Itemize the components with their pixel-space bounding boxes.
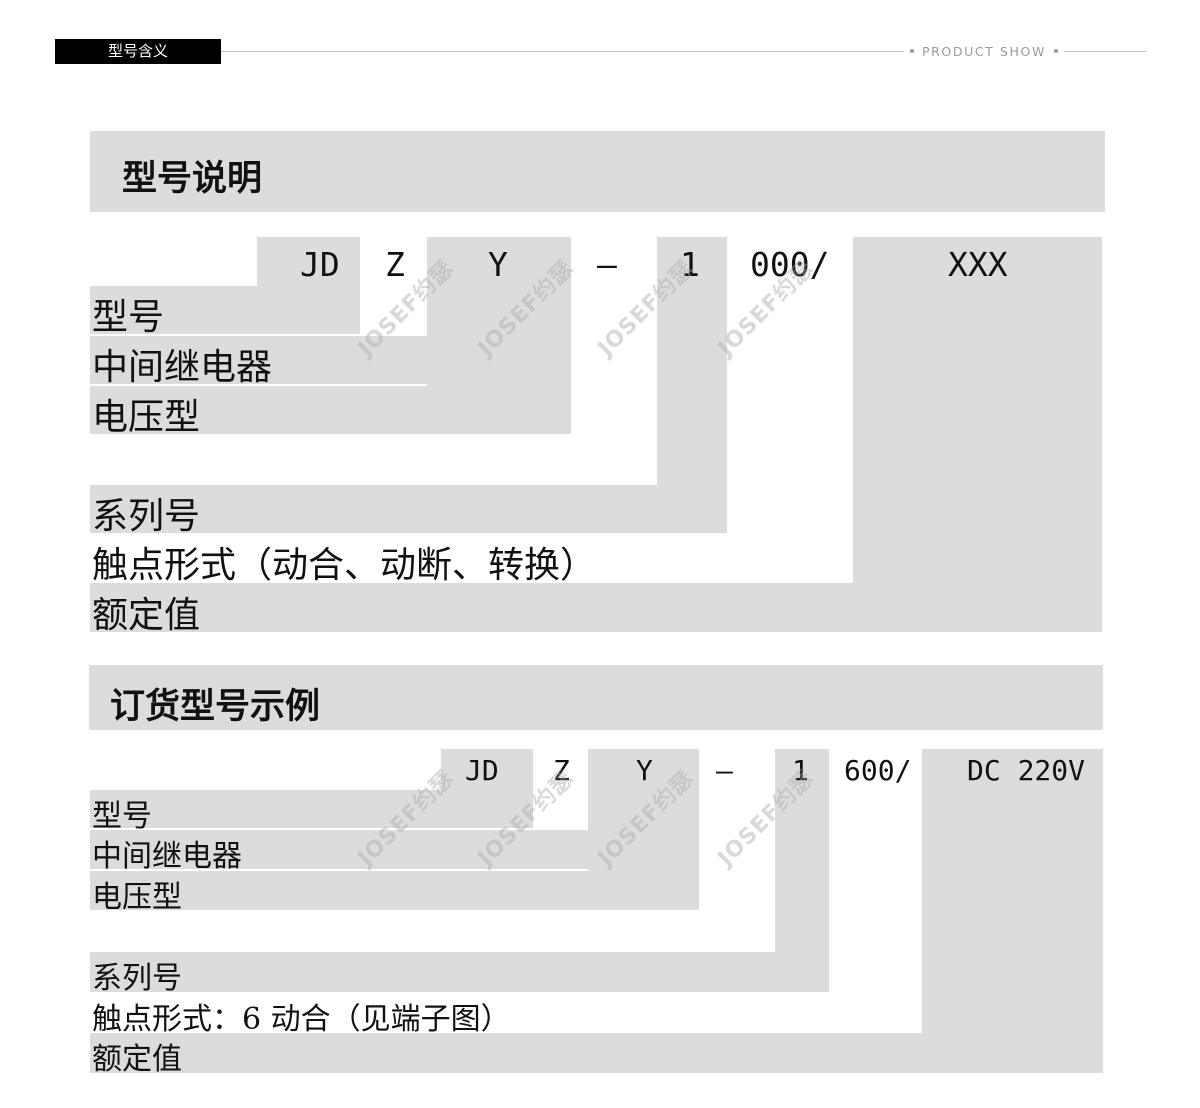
code-y: Y [488, 245, 508, 284]
code-block-xxx [853, 237, 1102, 632]
header-divider-right [1064, 51, 1146, 52]
label-rating: 额定值 [92, 1042, 182, 1077]
code-block-jd [257, 237, 360, 334]
product-show-label: PRODUCT SHOW [922, 44, 1046, 59]
label-bar-series [90, 952, 829, 992]
order-example-title: 订货型号示例 [110, 687, 321, 727]
label-bar-relay [90, 830, 588, 869]
code-block-y [588, 749, 699, 910]
code-series: 1 [680, 245, 700, 284]
code-rating: XXX [948, 245, 1008, 284]
label-series: 系列号 [92, 961, 182, 996]
header-divider-left [221, 51, 904, 52]
label-bar-rating [90, 1033, 1103, 1073]
code-block-1 [775, 749, 829, 992]
code-contact: 600/ [844, 754, 912, 787]
label-bar-series [90, 485, 727, 533]
label-model: 型号 [92, 799, 152, 834]
label-contact-form: 触点形式（动合、动断、转换） [92, 545, 597, 586]
model-description-title: 型号说明 [122, 159, 263, 199]
code-jd: JD [300, 245, 340, 284]
label-contact-form: 触点形式：6 动合（见端子图） [92, 1002, 511, 1037]
code-block-1 [657, 237, 727, 533]
code-dash: — [597, 245, 617, 284]
section-tab: 型号含义 [55, 39, 221, 64]
header-dot-left [910, 49, 914, 53]
label-bar-rating [90, 583, 1102, 632]
code-jd: JD [465, 754, 499, 787]
label-series: 系列号 [92, 496, 201, 537]
code-block-y [427, 237, 571, 434]
label-relay: 中间继电器 [92, 839, 242, 874]
label-bar-relay [90, 336, 427, 384]
model-description-title-bar [90, 131, 1105, 212]
label-voltage: 电压型 [92, 397, 201, 438]
label-voltage: 电压型 [92, 880, 182, 915]
code-block-jd [441, 749, 533, 828]
header-dot-right [1054, 49, 1058, 53]
order-example-title-bar [89, 665, 1103, 730]
code-rating: DC 220V [967, 754, 1086, 787]
code-contact: 000/ [750, 245, 830, 284]
label-relay: 中间继电器 [92, 347, 273, 388]
code-dash: — [716, 754, 733, 787]
label-rating: 额定值 [92, 595, 201, 636]
code-block-rating [922, 749, 1103, 1073]
code-z: Z [553, 754, 570, 787]
code-z: Z [385, 245, 405, 284]
code-y: Y [636, 754, 653, 787]
label-model: 型号 [92, 297, 165, 338]
code-series: 1 [792, 754, 809, 787]
